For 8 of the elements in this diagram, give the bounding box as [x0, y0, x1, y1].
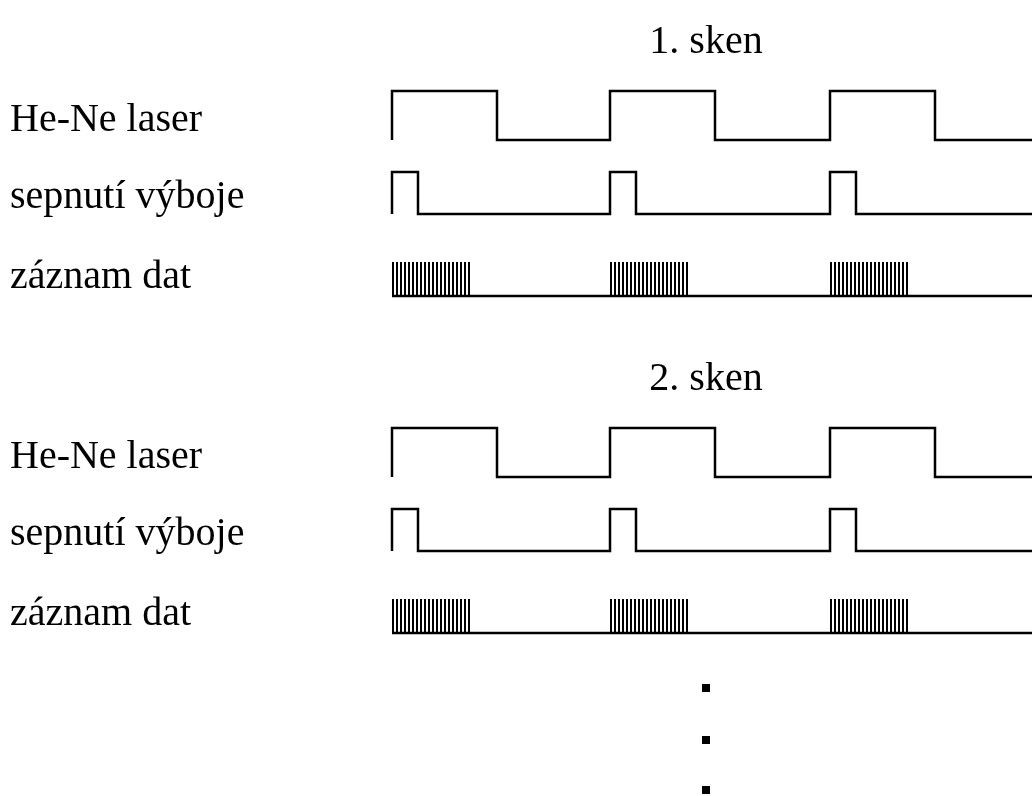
signal-label: He-Ne laser	[10, 432, 203, 478]
signal-label: záznam dat	[10, 589, 191, 635]
signal-label: He-Ne laser	[10, 95, 203, 141]
signal-label: sepnutí výboje	[10, 172, 245, 218]
heading: 2. sken	[649, 354, 763, 400]
heading: 1. sken	[649, 17, 763, 63]
signal-label: sepnutí výboje	[10, 509, 245, 555]
signal-label: záznam dat	[10, 252, 191, 298]
